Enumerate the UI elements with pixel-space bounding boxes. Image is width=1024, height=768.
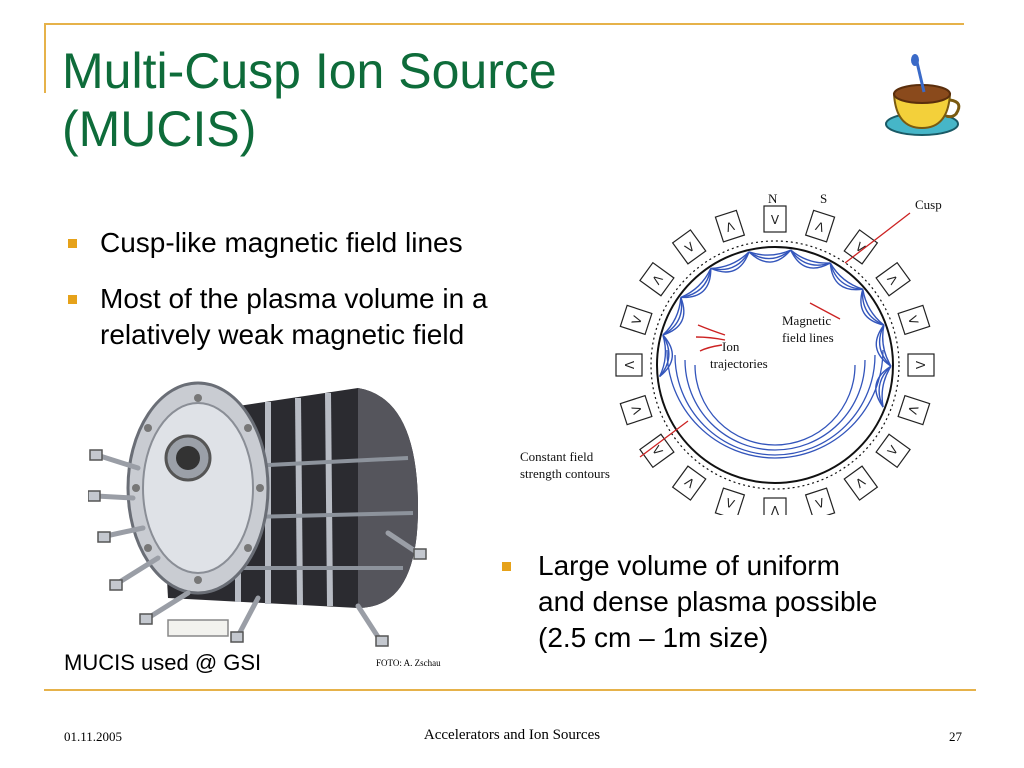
magnet-block: V	[897, 304, 931, 336]
bullet-text: relatively weak magnetic field	[100, 319, 465, 350]
field-line	[862, 289, 885, 326]
magnet-block: V	[897, 394, 931, 426]
slide-title-line-2: (MUCIS)	[62, 101, 257, 157]
magnet-block: V	[619, 394, 653, 426]
field-line	[680, 268, 712, 299]
field-line	[662, 297, 682, 336]
magnet-block: Λ	[639, 261, 675, 297]
magnet-block: V	[763, 497, 787, 515]
bullet-list-top: Cusp-like magnetic field lines Most of t…	[64, 225, 624, 373]
magnet-block: V	[843, 465, 879, 501]
svg-text:Λ: Λ	[913, 361, 927, 370]
field-line	[662, 297, 683, 336]
bullet-text: Cusp-like magnetic field lines	[100, 227, 463, 258]
field-line	[881, 365, 892, 408]
magnet-block: Λ	[714, 209, 746, 243]
frame-left-rule	[44, 23, 46, 93]
magnet-block: V	[619, 304, 653, 336]
field-line	[748, 249, 792, 263]
field-line	[875, 365, 892, 408]
frame-bottom-rule	[44, 689, 976, 691]
magnet-block: Λ	[639, 433, 675, 469]
field-line	[748, 249, 792, 260]
label-constant-2: strength contours	[520, 466, 610, 481]
field-line	[680, 268, 712, 299]
magnet-block: Λ	[714, 487, 746, 515]
magnet-block: Λ	[875, 261, 911, 297]
bullet-item: Cusp-like magnetic field lines	[64, 225, 624, 261]
bullet-text: Large volume of uniform	[538, 550, 840, 581]
field-line	[710, 251, 750, 273]
field-line	[875, 324, 892, 367]
svg-text:V: V	[771, 213, 780, 227]
bullet-item: Most of the plasma volume in a relativel…	[64, 281, 624, 353]
field-line	[710, 251, 750, 270]
bullet-text: Most of the plasma volume in a	[100, 283, 488, 314]
field-line	[790, 249, 831, 266]
magnet-block: V	[671, 229, 707, 265]
frame-top-rule	[44, 23, 964, 25]
field-line	[829, 262, 864, 290]
magnet-block: Λ	[804, 487, 836, 515]
bullet-list-bottom: Large volume of uniform and dense plasma…	[498, 548, 968, 656]
magnet-block: Λ	[907, 353, 935, 377]
field-line	[658, 334, 667, 377]
field-line	[790, 249, 831, 264]
cusp-field-lines	[658, 249, 892, 408]
magnet-block: Λ	[875, 433, 911, 469]
photo-caption: MUCIS used @ GSI	[64, 650, 262, 675]
field-line	[659, 334, 673, 378]
label-constant-1: Constant field	[520, 449, 594, 464]
field-line	[861, 289, 885, 326]
coffee-cup-icon	[885, 54, 961, 136]
mucis-photo	[88, 381, 427, 647]
magnet-block: Λ	[804, 209, 836, 243]
label-magnetic-1: Magnetic	[782, 313, 831, 328]
field-line	[710, 251, 750, 271]
field-line	[680, 268, 712, 299]
label-cusp: Cusp	[915, 197, 942, 212]
field-line	[860, 289, 885, 326]
label-ion-1: Ion	[722, 339, 740, 354]
field-line	[790, 249, 831, 269]
photo-credit: FOTO: A. Zschau	[376, 658, 441, 668]
label-magnetic-2: field lines	[782, 330, 834, 345]
svg-text:Λ: Λ	[623, 360, 637, 369]
slide-title-line-1: Multi-Cusp Ion Source	[62, 43, 557, 99]
label-north: N	[768, 191, 778, 206]
label-ion-2: trajectories	[710, 356, 768, 371]
magnet-block: V	[843, 229, 879, 265]
magnet-block: V	[671, 465, 707, 501]
magnet-block: V	[763, 205, 787, 233]
field-line	[878, 365, 892, 408]
field-line	[748, 249, 791, 256]
field-line	[659, 334, 670, 378]
magnet-block: Λ	[615, 353, 643, 377]
page-number: 27	[949, 729, 962, 744]
bullet-text: (2.5 cm – 1m size)	[538, 622, 769, 653]
field-line	[662, 297, 685, 336]
field-line	[881, 324, 892, 367]
footer-date: 01.11.2005	[64, 729, 123, 744]
bullet-text: and dense plasma possible	[538, 586, 878, 617]
bullet-item: Large volume of uniform and dense plasma…	[498, 548, 968, 656]
svg-text:V: V	[770, 503, 779, 515]
field-line	[829, 262, 863, 291]
field-line	[829, 262, 863, 290]
label-south: S	[820, 191, 827, 206]
footer-title: Accelerators and Ion Sources	[423, 727, 601, 743]
slide-title: Multi-Cusp Ion Source (MUCIS)	[62, 42, 842, 158]
field-line	[878, 324, 892, 367]
